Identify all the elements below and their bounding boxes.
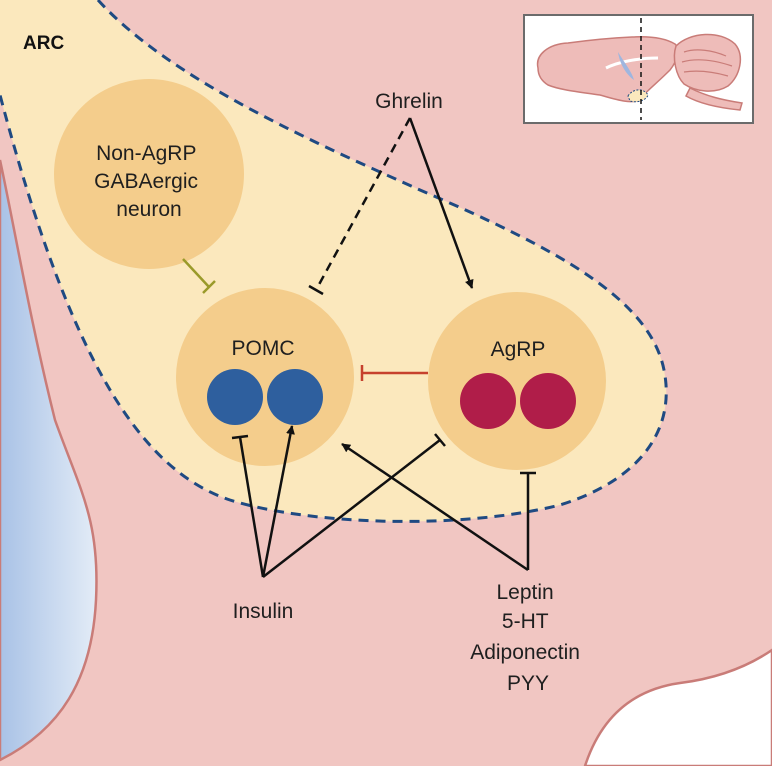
insulin-label: Insulin <box>233 600 294 623</box>
ghrelin-activates-agrp <box>408 117 474 289</box>
ghrelin-label: Ghrelin <box>375 90 443 113</box>
insulin-inhibits-agrp <box>262 433 446 578</box>
leptin-activates-pomc <box>341 442 529 572</box>
agrp-receptor-right <box>520 373 576 429</box>
pomc-neuron <box>176 288 354 466</box>
outside-tissue <box>583 648 772 766</box>
arc-label: ARC <box>23 33 64 54</box>
agrp-label: AgRP <box>491 338 546 361</box>
agrp-neuron <box>428 292 606 470</box>
pomc-receptor-left <box>207 369 263 425</box>
insulin-inhibits-pomc-receptor <box>231 434 265 578</box>
brain-sagittal-icon <box>523 14 754 124</box>
leptin-inhibits-agrp <box>520 471 536 570</box>
non-agrp-neuron-label: Non-AgRP GABAergic neuron <box>94 142 204 221</box>
arc-region-border <box>0 0 668 523</box>
agrp-receptor-left <box>460 373 516 429</box>
third-ventricle <box>0 159 98 762</box>
gaba-inhibits-pomc <box>182 258 216 294</box>
peripheral-signals-label: Leptin 5-HT Adiponectin PYY <box>470 581 586 695</box>
insulin-activates-pomc-receptor <box>261 425 295 578</box>
agrp-inhibits-pomc <box>360 365 428 381</box>
pomc-label: POMC <box>232 337 295 360</box>
ghrelin-inhibits-pomc <box>308 117 412 296</box>
pomc-receptor-right <box>267 369 323 425</box>
non-agrp-gabaergic-neuron <box>54 79 244 269</box>
